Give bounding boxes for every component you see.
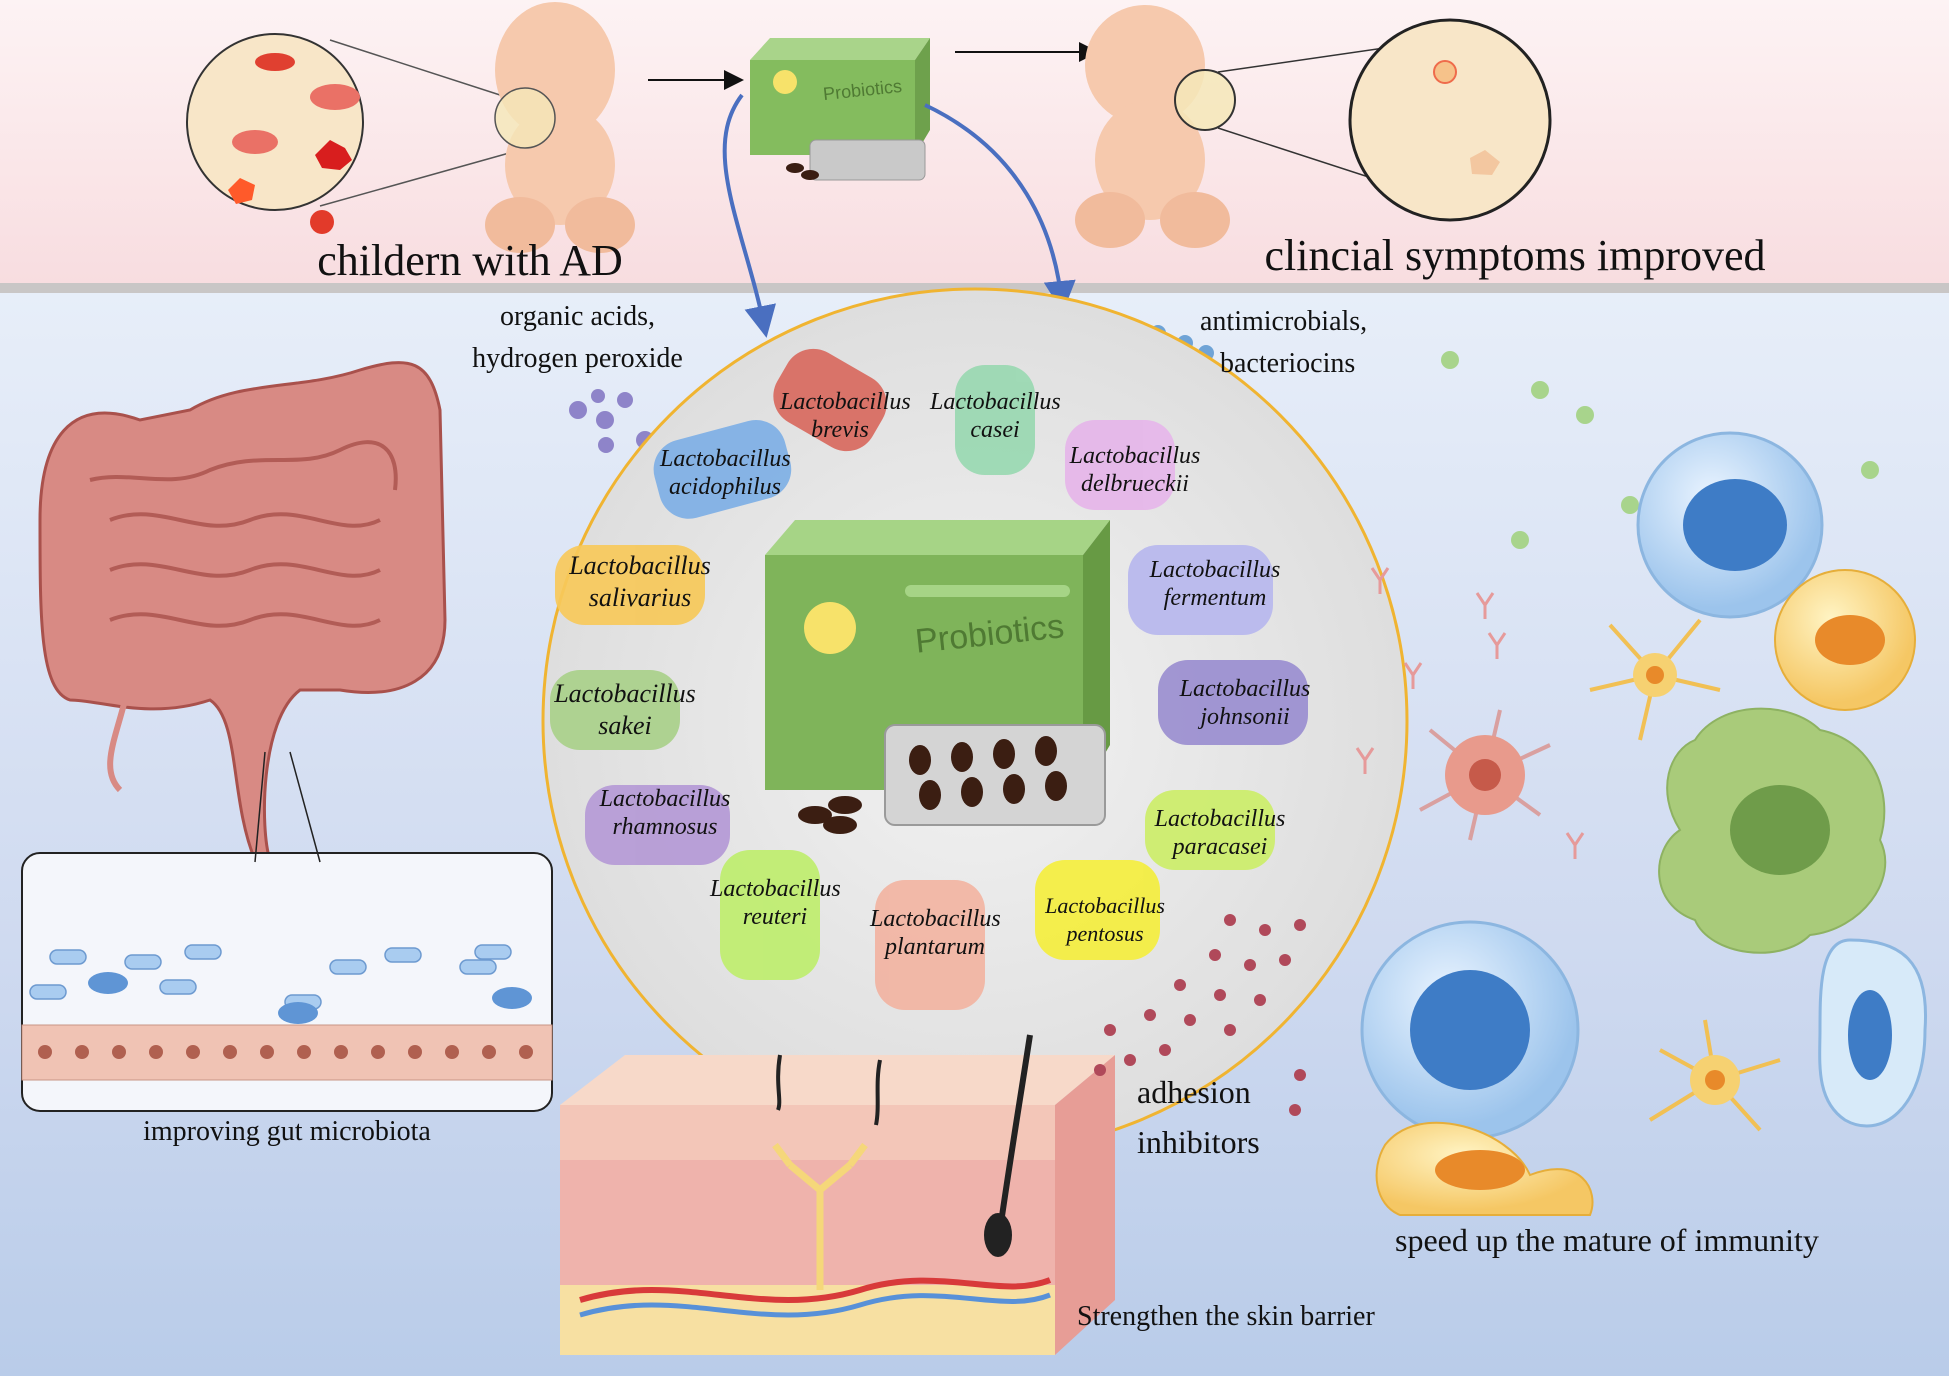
gut-effect-label: improving gut microbiota: [143, 1116, 431, 1147]
bacteria-delbrueckii: [1065, 420, 1175, 510]
bacteria-salivarius: [555, 545, 705, 625]
left-caption: childern with AD: [317, 236, 623, 285]
immunity-effect-label: speed up the mature of immunity: [1395, 1222, 1819, 1258]
skin-effect-label: Strengthen the skin barrier: [1077, 1301, 1375, 1332]
bacteria-johnsonii: [1158, 660, 1308, 745]
bacteriocins-label: bacteriocins: [1220, 348, 1356, 379]
inhibitors-label: inhibitors: [1137, 1124, 1260, 1160]
adhesion-label: adhesion: [1137, 1074, 1251, 1110]
baby-with-ad-illustration: [186, 2, 635, 253]
bacteria-fermentum: [1128, 545, 1273, 635]
hydrogen-peroxide-label: hydrogen peroxide: [472, 343, 683, 374]
right-caption: clincial symptoms improved: [1264, 231, 1766, 280]
gut-microbiota-inset: [21, 751, 553, 1112]
probiotics-box-illustration: [765, 520, 1110, 834]
bacteria-casei: [955, 365, 1035, 475]
bacteria-pentosus: [1035, 860, 1160, 960]
small-probiotics-box-illustration: [750, 38, 930, 181]
bacteria-brevis: [773, 348, 887, 452]
antimicrobials-label: antimicrobials,: [1200, 306, 1368, 337]
intestine-illustration: [38, 361, 447, 862]
adhesion-inhibitor-dots: [1094, 914, 1306, 1116]
bacteria-rhamnosus: [585, 785, 730, 865]
organic-acids-label: organic acids,: [500, 301, 655, 332]
skin-illustration: [560, 1034, 1115, 1355]
bacteria-sakei: [550, 670, 680, 750]
bacteria-paracasei: [1145, 790, 1275, 870]
arrow-to-strains-left: [722, 93, 776, 338]
bacteria-plantarum: [875, 880, 985, 1010]
bacteria-reuteri: [720, 850, 820, 980]
arrow-to-strains-right: [924, 103, 1076, 313]
baby-improved-illustration: [1075, 5, 1552, 248]
immune-cells-illustration: [1355, 351, 1928, 1216]
bacteria-acidophilus: [653, 419, 792, 519]
